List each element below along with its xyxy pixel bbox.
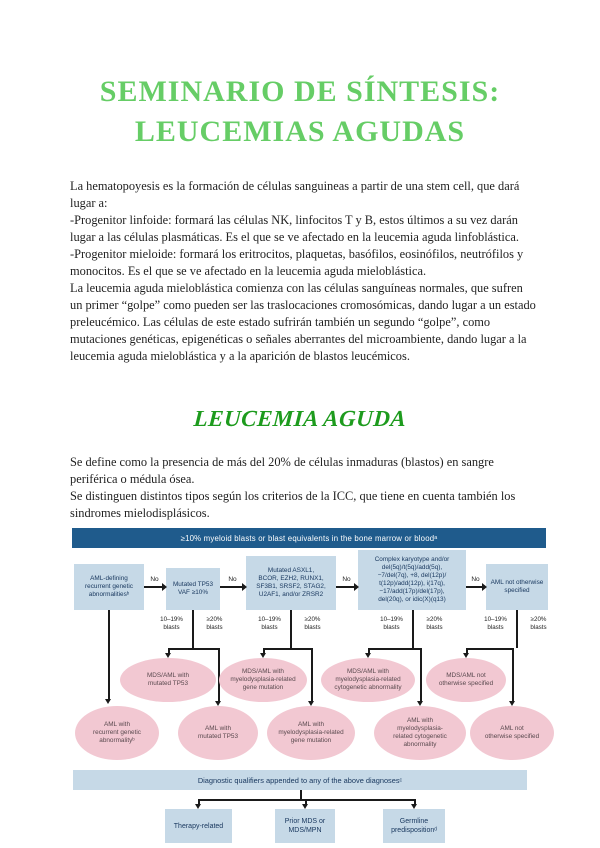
arrow-down-icon	[195, 799, 201, 809]
arrow-right-icon	[466, 583, 487, 591]
qualifier-box-germline: Germline predispositionᵈ	[383, 809, 445, 843]
arrow-right-icon	[336, 583, 359, 591]
connector-line	[368, 648, 420, 650]
qualifier-box-therapy-related: Therapy-related	[165, 809, 232, 843]
connector-line	[300, 790, 302, 800]
flowchart-top-bar: ≥10% myeloid blasts or blast equivalents…	[72, 528, 546, 548]
arrow-down-icon	[417, 648, 423, 706]
section-paragraph: Se define como la presencia de más del 2…	[70, 455, 494, 486]
section-paragraphs: Se define como la presencia de más del 2…	[70, 454, 540, 522]
connector-line	[192, 610, 194, 648]
arrow-down-icon	[308, 648, 314, 706]
intro-paragraph: -Progenitor mieloide: formará los eritro…	[70, 247, 524, 278]
decision-box-gene-mutations: Mutated ASXL1, BCOR, EZH2, RUNX1, SF3B1,…	[246, 556, 336, 610]
oval-aml-tp53: AML with mutated TP53	[178, 706, 258, 760]
intro-paragraphs: La hematopoyesis es la formación de célu…	[70, 178, 538, 365]
branch-label-low: 10–19% blasts	[380, 616, 403, 631]
section-heading: LEUCEMIA AGUDA	[192, 406, 408, 431]
arrow-down-icon	[365, 648, 371, 658]
branch-label-high: ≥20% blasts	[304, 616, 321, 631]
arrow-down-icon	[463, 648, 469, 658]
no-arrow: No	[144, 576, 167, 594]
connector-line	[516, 610, 518, 648]
connector-line	[168, 648, 218, 650]
branch-label-high: ≥20% blasts	[530, 616, 547, 631]
intro-paragraph: -Progenitor linfoide: formará las célula…	[70, 213, 519, 244]
qualifier-bar: Diagnostic qualifiers appended to any of…	[73, 770, 527, 790]
arrow-down-icon	[260, 648, 266, 658]
branch-label-high: ≥20% blasts	[206, 616, 223, 631]
page-title-line2: LEUCEMIAS AGUDAS	[134, 115, 466, 148]
no-arrow-label: No	[150, 576, 159, 583]
section-paragraph: Se distinguen distintos tipos según los …	[70, 489, 516, 520]
arrow-down-icon	[105, 610, 111, 704]
page-title-line1: SEMINARIO DE SÍNTESIS:	[99, 75, 501, 108]
oval-mds-aml-tp53: MDS/AML with mutated TP53	[120, 658, 216, 702]
connector-line	[263, 648, 311, 650]
oval-aml-recurrent-genetic: AML with recurrent genetic abnormalityᵇ	[75, 706, 159, 760]
branch-label-low: 10–19% blasts	[484, 616, 507, 631]
arrow-down-icon	[509, 648, 515, 706]
branch-label-high: ≥20% blasts	[426, 616, 443, 631]
no-arrow: No	[466, 576, 487, 594]
arrow-down-icon	[215, 648, 221, 706]
no-arrow-label: No	[228, 576, 237, 583]
oval-aml-nos: AML not otherwise specified	[470, 706, 554, 760]
connector-line	[466, 648, 512, 650]
qualifier-box-prior-mds: Prior MDS or MDS/MPN	[275, 809, 335, 843]
arrow-down-icon	[302, 799, 308, 809]
oval-mds-aml-gene-mutation: MDS/AML with myelodysplasia-related gene…	[219, 658, 307, 702]
no-arrow-label: No	[342, 576, 351, 583]
decision-box-aml-nos: AML not otherwise specified	[486, 564, 548, 610]
aml-classification-flowchart: ≥10% myeloid blasts or blast equivalents…	[72, 528, 554, 846]
arrow-right-icon	[220, 583, 247, 591]
arrow-down-icon	[411, 799, 417, 809]
branch-label-low: 10–19% blasts	[258, 616, 281, 631]
no-arrow: No	[220, 576, 247, 594]
intro-paragraph: La leucemia aguda mieloblástica comienza…	[70, 281, 536, 363]
no-arrow: No	[336, 576, 359, 594]
connector-line	[412, 610, 414, 648]
oval-aml-cytogenetic: AML with myelodysplasia- related cytogen…	[374, 706, 466, 760]
oval-mds-aml-cytogenetic: MDS/AML with myelodysplasia-related cyto…	[321, 658, 415, 702]
connector-line	[290, 610, 292, 648]
arrow-down-icon	[165, 648, 171, 658]
decision-box-complex-karyotype: Complex karyotype and/or del(5q)/t(5q)/a…	[358, 550, 466, 610]
decision-box-aml-defining: AML-defining recurrent genetic abnormali…	[74, 564, 144, 610]
no-arrow-label: No	[471, 576, 480, 583]
intro-paragraph: La hematopoyesis es la formación de célu…	[70, 179, 520, 210]
oval-mds-aml-nos: MDS/AML not otherwise specified	[426, 658, 506, 702]
branch-label-low: 10–19% blasts	[160, 616, 183, 631]
decision-box-tp53: Mutated TP53 VAF ≥10%	[166, 568, 220, 610]
page-title: SEMINARIO DE SÍNTESIS: LEUCEMIAS AGUDAS	[0, 72, 600, 152]
oval-aml-gene-mutation: AML with myelodysplasia-related gene mut…	[267, 706, 355, 760]
arrow-right-icon	[144, 583, 167, 591]
